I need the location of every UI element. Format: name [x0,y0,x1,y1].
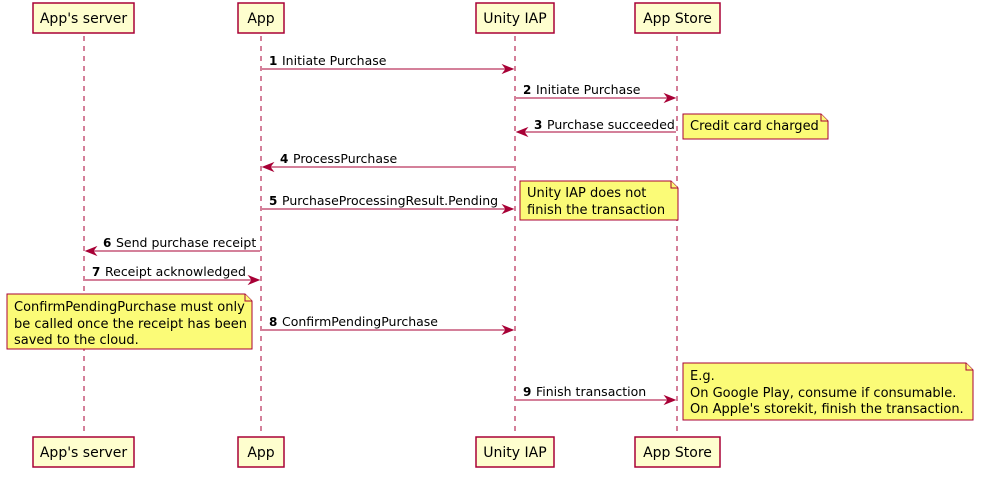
message-6: 6 Send purchase receipt [84,235,260,257]
participant-label: Unity IAP [483,11,546,27]
note-platform-examples: E.g. On Google Play, consume if consumab… [682,362,974,421]
message-label: Initiate Purchase [536,82,641,97]
note-line: finish the transaction [527,203,665,218]
participant-label: App [247,11,274,27]
participant-app-store-bottom: App Store [634,436,721,468]
note-credit-card-charged: Credit card charged [682,113,829,140]
message-number: 9 [523,385,531,399]
message-label: ProcessPurchase [293,151,397,166]
message-number: 7 [92,265,100,279]
message-number: 8 [269,315,277,329]
participant-unity-iap-top: Unity IAP [475,2,555,34]
note-confirm-pending-purchase: ConfirmPendingPurchase must only be call… [6,293,253,350]
message-number: 1 [269,54,277,68]
lifelines [83,36,678,436]
participant-app-top: App [237,2,285,34]
message-label: Receipt acknowledged [105,264,246,279]
message-label: Send purchase receipt [116,235,256,250]
participant-app-server-bottom: App's server [32,436,135,468]
message-number: 2 [523,83,531,97]
participant-app-store-top: App Store [634,2,721,34]
message-number: 5 [269,194,277,208]
message-7: 7 Receipt acknowledged [85,264,261,286]
message-number: 4 [280,152,288,166]
note-line: Unity IAP does not [527,186,646,201]
message-2: 2 Initiate Purchase [516,82,677,104]
note-line: E.g. [690,369,715,384]
note-line: ConfirmPendingPurchase must only [14,300,245,315]
participant-label: App Store [643,11,712,27]
note-line: be called once the receipt has been [14,317,247,332]
note-line: On Apple's storekit, finish the transact… [690,402,964,417]
participant-label: App's server [40,445,128,461]
message-label: ConfirmPendingPurchase [282,314,438,329]
participant-app-server-top: App's server [32,2,135,34]
participant-label: App's server [40,11,128,27]
message-label: Initiate Purchase [282,53,387,68]
message-label: Purchase succeeded [547,117,675,132]
message-label: Finish transaction [536,384,646,399]
message-number: 3 [534,118,542,132]
message-number: 6 [103,236,111,250]
participant-app-bottom: App [237,436,285,468]
note-line: saved to the cloud. [14,333,139,348]
message-8: 8 ConfirmPendingPurchase [262,314,515,336]
message-4: 4 ProcessPurchase [261,151,514,173]
participant-unity-iap-bottom: Unity IAP [475,436,555,468]
participant-label: App Store [643,445,712,461]
note-unity-iap-does-not-finish: Unity IAP does not finish the transactio… [519,180,679,221]
participant-label: Unity IAP [483,445,546,461]
note-line: Credit card charged [690,119,819,134]
message-9: 9 Finish transaction [516,384,677,406]
message-1: 1 Initiate Purchase [262,53,515,75]
message-3: 3 Purchase succeeded [515,117,676,138]
note-line: On Google Play, consume if consumable. [690,386,956,401]
participant-label: App [247,445,274,461]
message-label: PurchaseProcessingResult.Pending [282,193,498,208]
message-5: 5 PurchaseProcessingResult.Pending [262,193,515,215]
